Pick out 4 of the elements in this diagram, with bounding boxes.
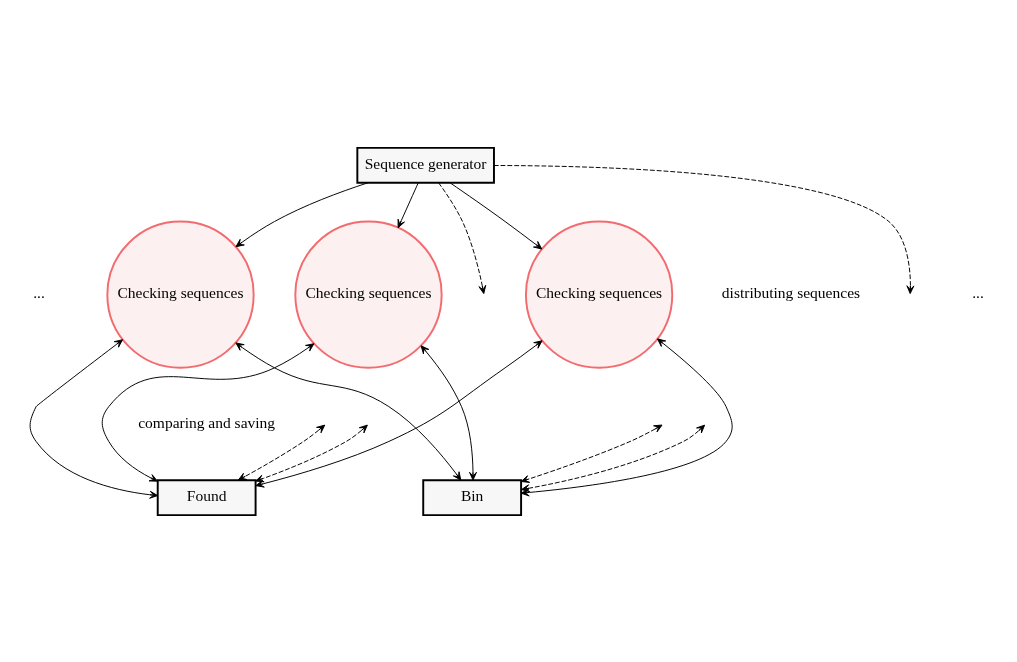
label: ... — [972, 283, 984, 301]
label: comparing and saving — [138, 413, 276, 431]
label: ... — [33, 283, 45, 301]
label: distributing sequences — [721, 283, 861, 301]
